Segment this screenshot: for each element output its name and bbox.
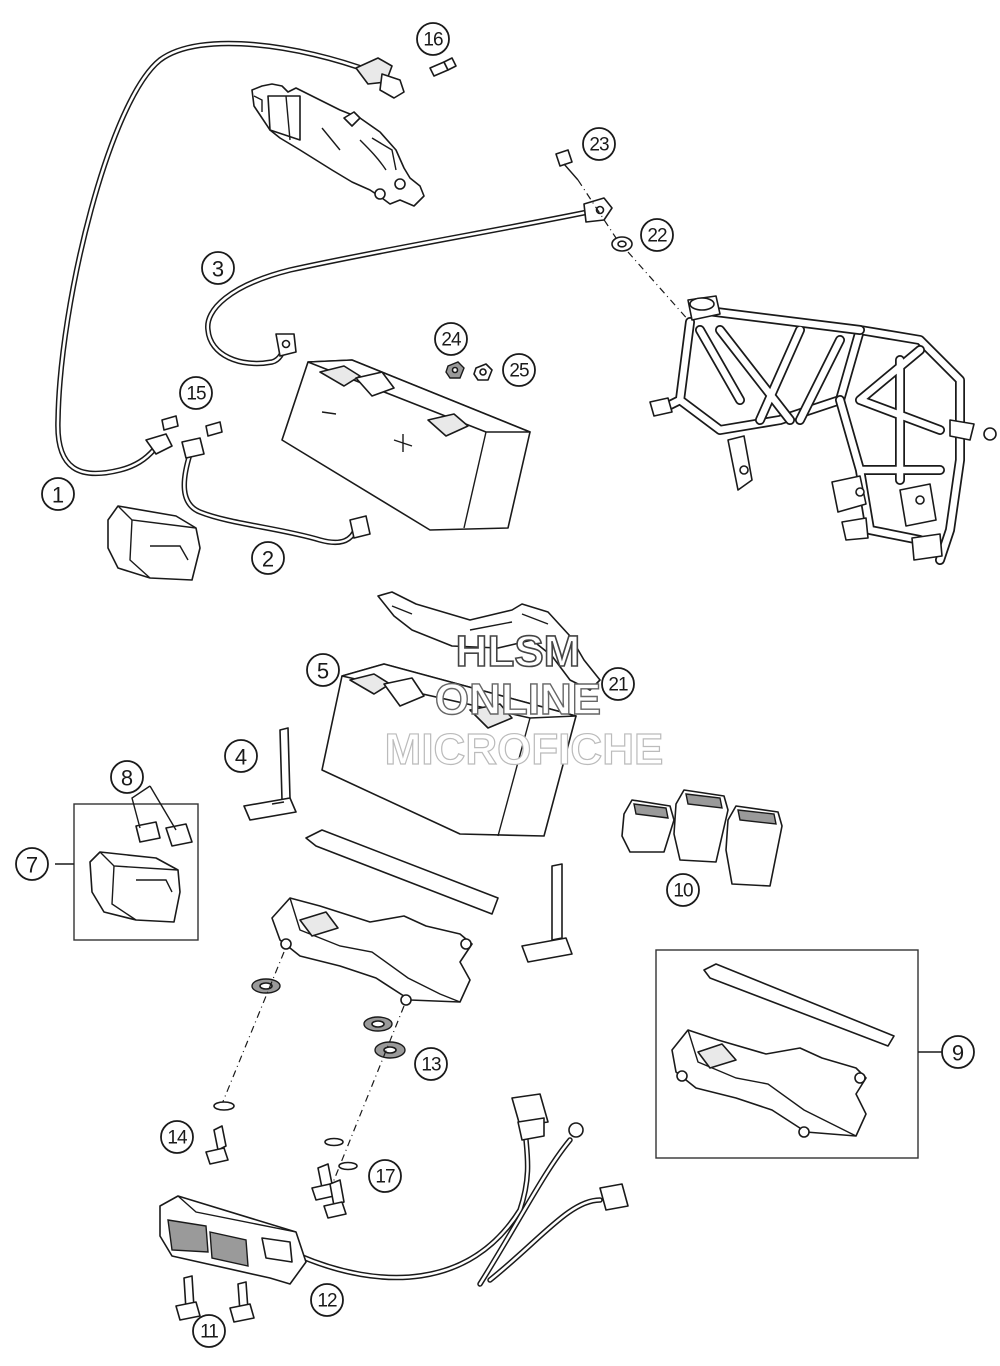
washer-22 bbox=[611, 236, 633, 252]
svg-text:15: 15 bbox=[186, 384, 206, 405]
mount-axis-17 bbox=[329, 1005, 405, 1191]
svg-text:12: 12 bbox=[317, 1291, 337, 1312]
watermark: HLSM ONLINE MICROFICHE bbox=[384, 626, 664, 774]
svg-text:21: 21 bbox=[608, 675, 628, 696]
voltage-regulator bbox=[159, 1195, 307, 1285]
mount-axis-14 bbox=[221, 951, 285, 1105]
nut-25 bbox=[473, 363, 493, 381]
svg-text:3: 3 bbox=[212, 257, 224, 282]
grommets-13 bbox=[251, 978, 406, 1059]
callout-21: 21 bbox=[601, 667, 635, 701]
callout-13: 13 bbox=[414, 1047, 448, 1081]
screws-11 bbox=[175, 1275, 255, 1323]
relay-housing-top bbox=[107, 505, 201, 581]
starter-cable bbox=[55, 40, 405, 477]
svg-text:16: 16 bbox=[423, 30, 443, 51]
callout-4: 4 bbox=[224, 739, 258, 773]
screws-17 bbox=[311, 1137, 358, 1219]
callout-11: 11 bbox=[192, 1314, 226, 1348]
svg-text:8: 8 bbox=[121, 766, 133, 791]
svg-text:4: 4 bbox=[235, 745, 247, 770]
wiring-harness bbox=[297, 1093, 629, 1287]
callout-8: 8 bbox=[110, 760, 144, 794]
leader-lines bbox=[55, 785, 942, 1053]
tray-kit-box bbox=[655, 949, 919, 1159]
callout-23: 23 bbox=[582, 127, 616, 161]
strap-4-left bbox=[243, 727, 297, 821]
watermark-line-1: HLSM bbox=[456, 627, 581, 676]
callout-25: 25 bbox=[502, 353, 536, 387]
battery-holder-21 bbox=[377, 591, 601, 691]
bolt-16 bbox=[429, 57, 457, 77]
watermark-line-3: MICROFICHE bbox=[385, 725, 664, 774]
ground-cable bbox=[205, 197, 613, 367]
callout-16: 16 bbox=[416, 22, 450, 56]
svg-text:25: 25 bbox=[509, 361, 529, 382]
svg-text:1: 1 bbox=[52, 483, 64, 508]
svg-text:11: 11 bbox=[200, 1322, 218, 1343]
svg-text:24: 24 bbox=[441, 330, 462, 351]
svg-text:7: 7 bbox=[26, 853, 38, 878]
battery-5 bbox=[321, 663, 577, 837]
fuse-boxes-10 bbox=[621, 789, 783, 887]
screws-15 bbox=[161, 415, 223, 437]
callout-22: 22 bbox=[640, 218, 674, 252]
svg-text:9: 9 bbox=[952, 1041, 964, 1066]
callout-15: 15 bbox=[179, 376, 213, 410]
battery-top bbox=[281, 359, 531, 531]
callout-14: 14 bbox=[160, 1120, 194, 1154]
svg-text:22: 22 bbox=[647, 226, 667, 247]
battery-cable bbox=[181, 437, 371, 546]
watermark-line-2: ONLINE bbox=[435, 675, 601, 724]
svg-text:17: 17 bbox=[375, 1167, 395, 1188]
battery-tray bbox=[271, 897, 473, 1006]
motorcycle-frame bbox=[649, 295, 997, 565]
screw-23 bbox=[555, 149, 579, 181]
callout-2: 2 bbox=[251, 541, 285, 575]
callout-1: 1 bbox=[41, 477, 75, 511]
starter-motor bbox=[251, 83, 425, 207]
callout-17: 17 bbox=[368, 1159, 402, 1193]
svg-text:2: 2 bbox=[262, 547, 274, 572]
screw-14 bbox=[205, 1101, 235, 1165]
callout-9: 9 bbox=[941, 1035, 975, 1069]
callout-24: 24 bbox=[434, 322, 468, 356]
mount-axis-23 bbox=[577, 179, 691, 323]
svg-text:5: 5 bbox=[317, 659, 329, 684]
callout-3: 3 bbox=[201, 251, 235, 285]
svg-text:23: 23 bbox=[589, 135, 609, 156]
strap-right bbox=[521, 863, 573, 963]
svg-text:10: 10 bbox=[673, 881, 693, 902]
relay-kit-box bbox=[73, 803, 199, 941]
nut-24 bbox=[445, 361, 465, 379]
svg-text:13: 13 bbox=[421, 1055, 441, 1076]
callout-5: 5 bbox=[306, 653, 340, 687]
callout-10: 10 bbox=[666, 873, 700, 907]
callout-12: 12 bbox=[310, 1283, 344, 1317]
svg-text:14: 14 bbox=[167, 1128, 188, 1149]
battery-pad bbox=[305, 829, 499, 915]
callout-7: 7 bbox=[15, 847, 49, 881]
